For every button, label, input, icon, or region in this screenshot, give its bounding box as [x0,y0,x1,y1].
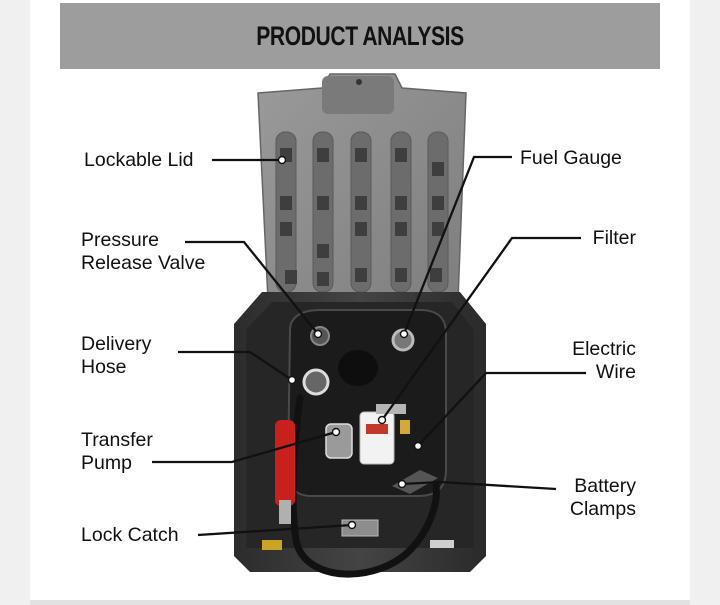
label-battery-clamps: Battery Clamps [569,475,636,520]
leader-dots [277,155,423,530]
delivery-hose-drawing [275,394,440,578]
leader-lines [152,155,586,537]
label-delivery-hose: Delivery Hose [81,333,152,378]
page-title: PRODUCT ANALYSIS [256,20,464,51]
label-transfer-pump: Transfer Pump [81,429,153,474]
label-pressure-release-valve: Pressure Release Valve [81,229,206,274]
lid [257,73,467,317]
label-lock-catch: Lock Catch [81,524,179,546]
bottom-divider [30,600,690,605]
header-banner: PRODUCT ANALYSIS [60,3,660,69]
label-electric-wire: Electric Wire [572,338,636,383]
label-lockable-lid: Lockable Lid [84,149,194,171]
label-filter: Filter [592,227,636,249]
label-fuel-gauge: Fuel Gauge [520,147,622,169]
